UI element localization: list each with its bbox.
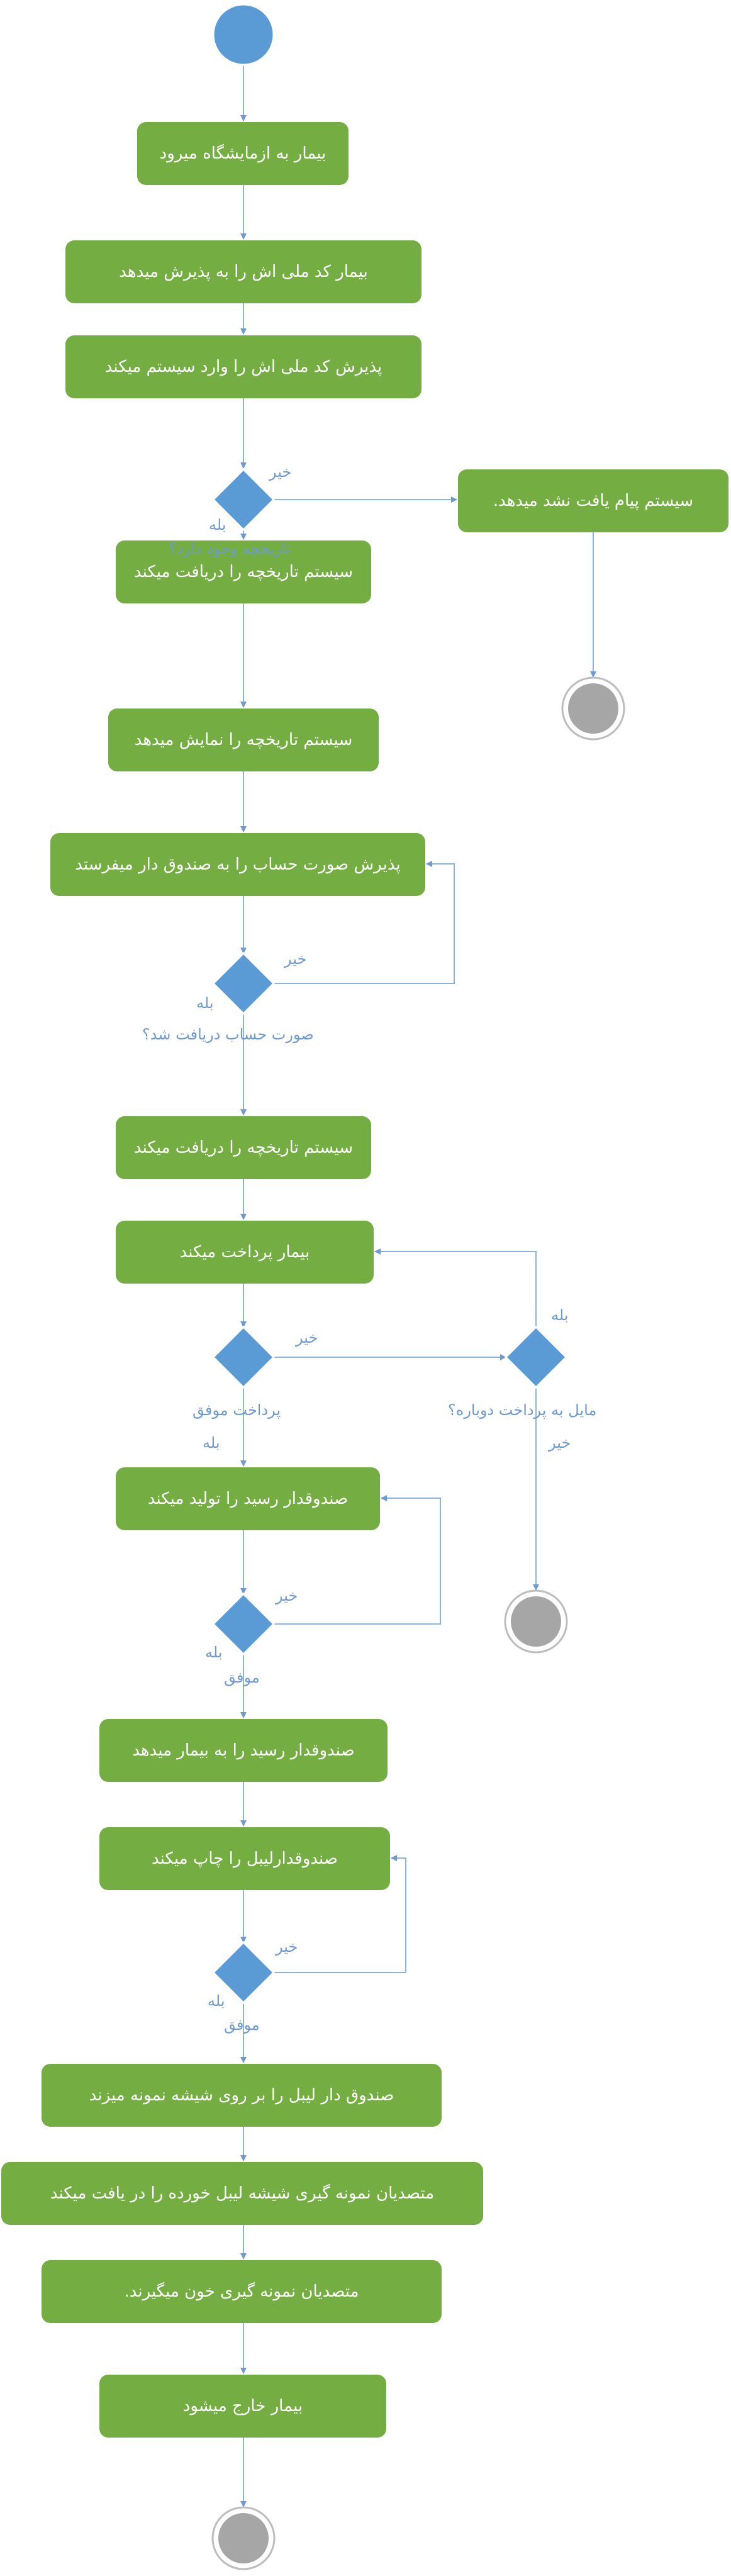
edge-d6-n12-loop (272, 1855, 406, 1973)
d4-no-label: خیر (549, 1434, 571, 1452)
d6-yes-label: بله (208, 1992, 225, 2010)
d2-condition-label: صورت حساب دریافت شد؟ (142, 1026, 314, 1043)
edge-d5-n10-loop (272, 1495, 441, 1625)
action-n2: بیمار کد ملی اش را به پذیرش میدهد (65, 240, 421, 303)
action-n4: سیستم پیام یافت نشد میدهد. (458, 469, 728, 532)
action-n11: صندوقدار رسید را به بیمار میدهد (99, 1719, 388, 1782)
action-n16: بیمار خارج میشود (99, 2375, 386, 2438)
end-node-3 (211, 2506, 276, 2570)
d2-yes-label: بله (196, 994, 214, 1012)
edge-d2-n7-loop (272, 861, 455, 984)
d6-condition-label: موفق (224, 2016, 260, 2034)
d1-no-label: خیر (269, 463, 292, 481)
d4-yes-label: بله (551, 1306, 569, 1324)
action-n7: پذیرش صورت حساب را به صندوق دار میفرستد (50, 833, 425, 896)
d5-condition-label: موفق (224, 1669, 260, 1686)
end-node-1 (561, 676, 625, 741)
d6-no-label: خیر (276, 1938, 298, 1956)
action-n10: صندوقدار رسید را تولید میکند (116, 1467, 380, 1530)
decision-d3 (211, 1325, 276, 1389)
d5-no-label: خیر (276, 1587, 298, 1604)
d3-condition-label: پرداخت موفق (193, 1401, 281, 1419)
end-node-2 (504, 1589, 568, 1654)
d2-no-label: خیر (284, 950, 307, 968)
action-n6: سیستم تاریخچه را نمایش میدهد (108, 708, 379, 771)
decision-d2 (211, 951, 276, 1016)
decision-d1 (211, 468, 276, 532)
action-n12: صندوقدارلیبل را چاپ میکند (99, 1827, 390, 1890)
d3-no-label: خیر (296, 1329, 318, 1347)
action-n1: بیمار به ازمایشگاه میرود (137, 122, 349, 185)
action-n9: بیمار پرداخت میکند (116, 1221, 374, 1284)
edge-d4-n9 (374, 1248, 537, 1327)
d3-yes-label: بله (203, 1434, 220, 1452)
d4-condition-label: مایل به پرداخت دوباره؟ (448, 1401, 597, 1419)
action-n13: صندوق دار لیبل را بر روی شیشه نمونه میزن… (42, 2064, 442, 2127)
decision-d6 (211, 1940, 276, 2005)
d1-yes-label: بله (209, 516, 226, 534)
action-n15: متصدیان نمونه گیری خون میگیرند. (42, 2260, 442, 2323)
decision-d4 (504, 1325, 568, 1389)
action-n8: سیستم تاریخچه را دریافت میکند (116, 1116, 371, 1179)
decision-d5 (211, 1592, 276, 1656)
start-node (212, 3, 275, 66)
action-n5: سیستم تاریخچه را دریافت میکند (116, 540, 371, 603)
action-n3: پذیرش کد ملی اش را وارد سیستم میکند (65, 335, 421, 398)
d5-yes-label: بله (205, 1644, 223, 1661)
action-n14: متصدیان نمونه گیری شیشه لیبل خورده را در… (1, 2162, 483, 2225)
d1-condition-label: تاریخچه وجود دارد؟ (169, 540, 291, 557)
